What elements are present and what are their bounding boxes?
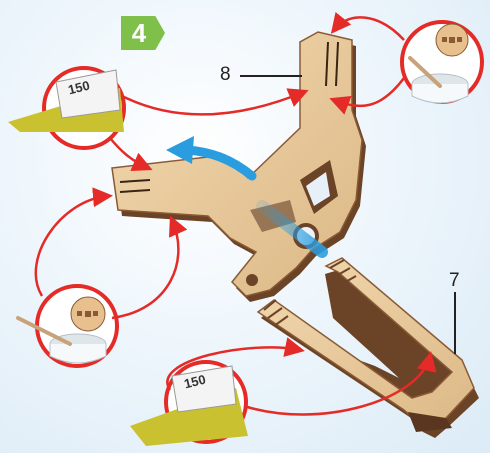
wax-circle-top-right — [402, 22, 482, 103]
wax-circle-bottom-left — [18, 286, 117, 366]
step-number-badge: 4 — [121, 16, 165, 50]
step-number: 4 — [121, 18, 157, 49]
part-8-label: 8 — [220, 64, 231, 86]
sandpaper-circle-top-left — [8, 68, 124, 148]
part-7-leader-line — [454, 292, 456, 354]
part-8-leader-line — [240, 75, 302, 77]
part-7-label: 7 — [449, 270, 460, 292]
